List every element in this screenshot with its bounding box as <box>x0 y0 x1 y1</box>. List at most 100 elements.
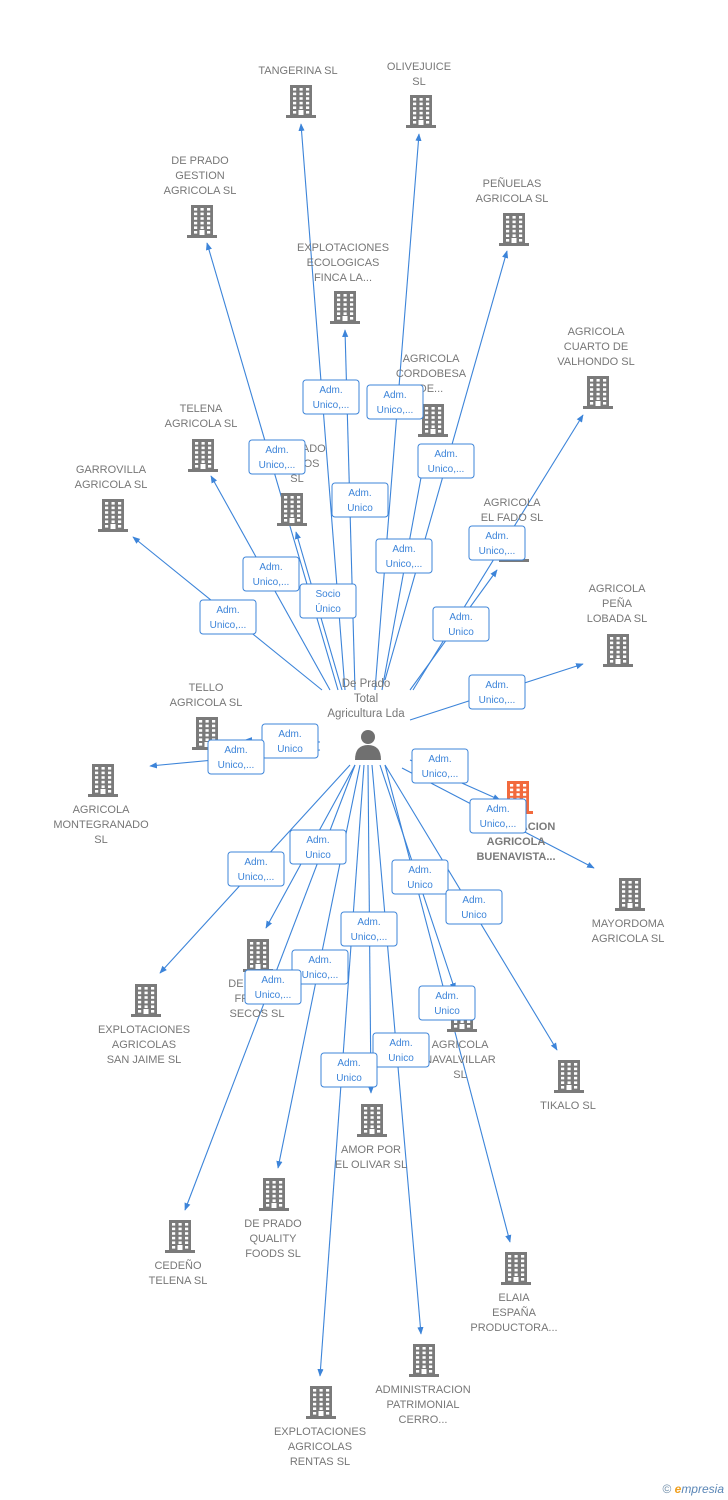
company-label: ESPAÑA <box>492 1306 536 1319</box>
company-label: CERRO... <box>399 1414 448 1426</box>
company-label: SL <box>412 76 425 88</box>
company-label: FOODS SL <box>245 1248 301 1260</box>
company-label: AGRICOLA <box>432 1039 490 1051</box>
relation-badge-olivejuice[interactable]: Adm.Unico,... <box>366 384 424 420</box>
brand-initial: e <box>674 1482 682 1496</box>
relation-label: Unico <box>336 1073 362 1084</box>
building-icon <box>259 1178 289 1211</box>
relation-badge-el-fado[interactable]: Adm.Unico <box>432 606 490 642</box>
company-node-tangerina[interactable]: TANGERINA SL <box>258 65 338 118</box>
company-label: AGRICOLAS <box>112 1039 176 1051</box>
relation-label: Unico,... <box>253 577 290 588</box>
relation-badge-cuarto-valhondo[interactable]: Adm.Unico,... <box>468 525 526 561</box>
relation-label: Unico,... <box>480 819 517 830</box>
relation-badge-cordobesa[interactable]: Adm.Unico,... <box>375 538 433 574</box>
building-icon <box>277 493 307 526</box>
relation-label: Adm. <box>357 917 380 928</box>
relation-badge-tikalo[interactable]: Adm.Unico <box>445 889 503 925</box>
center-name: De Prado <box>342 678 391 690</box>
relation-label: Adm. <box>462 895 485 906</box>
company-label: AGRICOLA <box>484 497 542 509</box>
building-icon <box>188 439 218 472</box>
relation-label: Adm. <box>348 488 371 499</box>
relation-label: Unico,... <box>479 695 516 706</box>
relation-label: Unico <box>448 627 474 638</box>
copyright-symbol: © <box>662 1482 672 1496</box>
company-label: SL <box>94 834 107 846</box>
relation-badge-explotaciones-ecologicas[interactable]: Adm. Unico <box>331 482 389 518</box>
relation-badge-mayordoma[interactable]: Adm.Unico,... <box>469 798 527 834</box>
company-label: TELLO <box>189 682 224 694</box>
company-label: SAN JAIME SL <box>107 1054 182 1066</box>
relation-badge-penuelas[interactable]: Adm.Unico,... <box>417 443 475 479</box>
relation-label: Unico <box>347 503 373 514</box>
relation-badge-cedeno[interactable]: Adm. Unico,... <box>244 969 302 1005</box>
relation-badge-de-prado-gestion[interactable]: Adm.Unico,... <box>248 439 306 475</box>
company-label: VALHONDO SL <box>557 356 634 368</box>
company-node-rentas[interactable]: EXPLOTACIONES AGRICOLAS RENTAS SL <box>274 1386 366 1468</box>
brand-logo: empresia <box>675 1482 724 1496</box>
relation-badge-buenavista[interactable]: Adm.Unico,... <box>411 748 469 784</box>
relation-badge-telena[interactable]: Adm.Unico,... <box>242 556 300 592</box>
company-label: AGRICOLA SL <box>164 185 237 197</box>
relation-badge-tangerina[interactable]: Adm.Unico,... <box>302 379 360 415</box>
company-node-administracion[interactable]: ADMINISTRACIONPATRIMONIALCERRO... <box>375 1344 471 1426</box>
relation-label: Unico,... <box>255 990 292 1001</box>
company-label: TIKALO SL <box>540 1100 596 1112</box>
relation-label: Unico,... <box>259 460 296 471</box>
relation-badge-amor-olivar[interactable]: Adm.Unico,... <box>340 911 398 947</box>
building-icon <box>286 85 316 118</box>
relation-label: Adm. <box>261 975 284 986</box>
company-node-tikalo[interactable]: TIKALO SL <box>540 1060 596 1112</box>
company-label: RENTAS SL <box>290 1456 350 1468</box>
company-node-cordobesa[interactable]: AGRICOLACORDOBESADE... <box>396 353 467 437</box>
relation-badge-navalvillar[interactable]: Adm.Unico <box>391 859 449 895</box>
company-label: EXPLOTACIONES <box>274 1426 366 1438</box>
relation-label: Adm. <box>216 605 239 616</box>
relation-label: Unico <box>305 850 331 861</box>
relation-badge-tello[interactable]: Adm.Unico <box>261 723 319 759</box>
relation-badge-administracion[interactable]: Adm.Unico <box>372 1032 430 1068</box>
company-label: SL <box>290 473 303 485</box>
building-icon <box>131 984 161 1017</box>
company-label: NAVALVILLAR <box>424 1054 496 1066</box>
company-label: BUENAVISTA... <box>476 851 555 863</box>
relation-badge-montegranado[interactable]: Adm.Unico,... <box>207 739 265 775</box>
company-label: AGRICOLAS <box>288 1441 352 1453</box>
footer-brand[interactable]: © empresia <box>662 1482 724 1496</box>
relation-badge-san-jaime[interactable]: Adm.Unico,... <box>227 851 285 887</box>
relation-label: Adm. <box>485 680 508 691</box>
company-label: PEÑUELAS <box>483 177 542 190</box>
relation-badge-elaia[interactable]: Adm.Unico <box>418 985 476 1021</box>
company-label: ADMINISTRACION <box>375 1384 470 1396</box>
relations-layer: Adm. Unico,... Adm. Unico,... Adm. Unico,... A… <box>199 379 527 1088</box>
relation-badge-pena-lobada[interactable]: Adm. Unico,... <box>468 674 526 710</box>
relation-badge-frutos-secos[interactable]: Adm.Unico <box>289 829 347 865</box>
company-label: AGRICOLA SL <box>165 418 238 430</box>
company-label: TANGERINA SL <box>258 65 337 77</box>
company-label: QUALITY <box>249 1233 297 1245</box>
relation-badge-garrovilla[interactable]: Adm.Unico,... <box>199 599 257 635</box>
relation-badge-quality-foods[interactable]: Adm.Unico,... <box>291 949 349 985</box>
relation-badge-rentas[interactable]: Adm.Unico <box>320 1052 378 1088</box>
center-name: Total <box>354 693 378 705</box>
company-node-elaia[interactable]: ELAIAESPAÑAPRODUCTORA... <box>470 1252 558 1334</box>
company-label: AGRICOLA <box>403 353 461 365</box>
